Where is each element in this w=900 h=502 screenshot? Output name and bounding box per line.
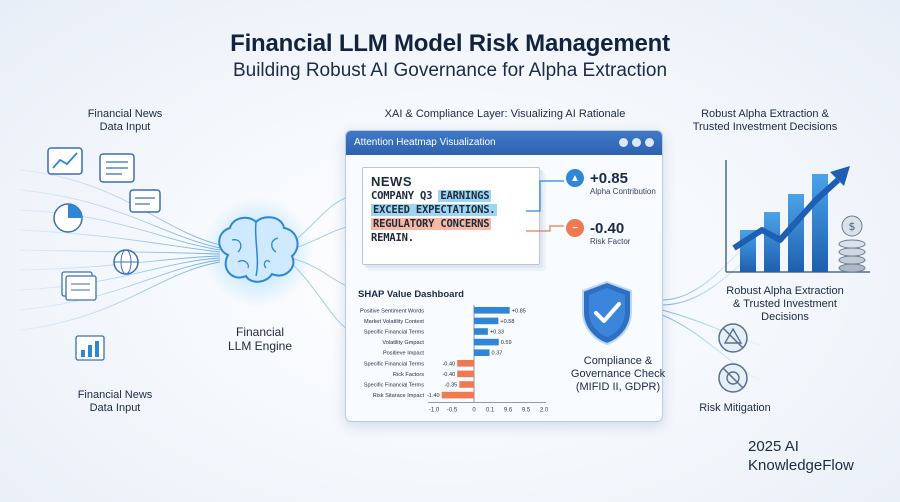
shap-value-label: +0.85	[512, 308, 526, 314]
shap-x-tick: 0	[472, 407, 476, 413]
footer-brand: 2025 AI KnowledgeFlow	[748, 438, 854, 474]
bar-chart-icon	[75, 335, 105, 361]
news-tag: NEWS	[371, 174, 412, 189]
document-icon	[99, 153, 135, 183]
window-title: Attention Heatmap Visualization	[354, 137, 496, 148]
shap-x-tick: -0.5	[447, 407, 458, 413]
no-risk-icon	[718, 363, 748, 393]
shap-value-label: -0.40	[442, 372, 455, 378]
shap-category-label: Risk Sitarace Impact	[373, 393, 425, 399]
alpha-extraction-label-mid: Robust Alpha Extraction & Trusted Invest…	[726, 285, 844, 323]
shap-bar	[474, 349, 490, 356]
page-title: Financial LLM Model Risk Management	[230, 30, 670, 57]
risk-mitigation-label: Risk Mitigation	[699, 402, 771, 414]
compliance-label: Compliance & Governance Check (MIFID II,…	[570, 355, 666, 393]
shap-bar	[441, 391, 474, 399]
shap-category-label: Specific Financial Terms	[364, 383, 424, 389]
shap-bar	[457, 370, 474, 378]
shap-title: SHAP Value Dashboard	[358, 289, 464, 300]
shap-category-label: Market Volatility Context	[364, 319, 424, 325]
shap-category-label: Specific Financial Terms	[364, 361, 424, 367]
shap-value-label: -1.40	[427, 393, 440, 399]
risk-factor: − -0.40 Risk Factor	[566, 219, 661, 246]
no-warning-icon	[718, 323, 748, 353]
shap-bar	[474, 317, 499, 325]
risk-label: Risk Factor	[590, 237, 631, 246]
shap-value-label: -0.40	[442, 361, 455, 367]
news-line-3: REGULATORY CONCERNS	[371, 218, 492, 230]
risk-value: -0.40	[590, 219, 625, 237]
alpha-contribution: ▲ +0.85 Alpha Contribution	[566, 169, 661, 196]
window-dot-icon[interactable]	[619, 138, 628, 147]
shap-bar	[474, 338, 499, 346]
shap-bar	[459, 381, 474, 388]
documents-stack-icon	[61, 271, 97, 301]
xai-section-title: XAI & Compliance Layer: Visualizing AI R…	[384, 108, 626, 120]
line-chart-icon	[47, 147, 83, 175]
shap-category-label: Rick Factors	[393, 372, 424, 378]
news-input-icons	[47, 147, 161, 361]
shap-value-label: +0.33	[490, 330, 504, 336]
alpha-label: Alpha Contribution	[590, 187, 656, 196]
xai-window: Attention Heatmap Visualization NEWS COM…	[345, 130, 663, 422]
brain-icon	[218, 216, 299, 283]
shap-value-label: -0.35	[445, 383, 458, 389]
news-input-label-top: Financial News Data Input	[87, 108, 163, 133]
globe-icon	[113, 249, 139, 275]
alpha-value: +0.85	[590, 169, 628, 187]
news-input-label-bottom: Financial News Data Input	[77, 389, 153, 414]
shap-value-label: 0.59	[501, 340, 512, 346]
llm-engine-label: Financial LLM Engine	[227, 325, 293, 353]
minus-icon: −	[566, 219, 584, 237]
news-line-2: EXCEED EXPECTATIONS.	[371, 204, 498, 216]
window-controls[interactable]	[619, 138, 654, 147]
window-dot-icon[interactable]	[645, 138, 654, 147]
news-card: NEWS COMPANY Q3 EARNINGS EXCEED EXPECTAT…	[362, 167, 540, 265]
arrow-up-icon: ▲	[566, 169, 584, 187]
coin-stack-icon: $	[838, 215, 866, 273]
shap-bar	[457, 360, 474, 367]
alpha-extraction-label-top: Robust Alpha Extraction & Trusted Invest…	[692, 108, 838, 133]
shap-value-label: +0.58	[500, 319, 514, 325]
shap-category-label: Specific Financial Terms	[364, 330, 424, 336]
shap-bar	[474, 307, 510, 314]
window-dot-icon[interactable]	[632, 138, 641, 147]
news-line-4: REMAIN.	[371, 232, 414, 244]
connector-lines	[526, 180, 564, 232]
page-subtitle: Building Robust AI Governance for Alpha …	[232, 60, 668, 81]
pie-chart-icon	[53, 203, 83, 233]
shield-check-icon	[582, 280, 632, 346]
risk-mitigation-icons	[718, 323, 748, 393]
shap-value-label: 0.37	[492, 351, 503, 357]
shap-bar	[474, 328, 488, 335]
shap-x-tick: 2.0	[540, 407, 549, 413]
growth-chart-icon: $	[725, 160, 870, 273]
shap-x-tick: 9.5	[522, 407, 531, 413]
shap-x-tick: -1.0	[429, 407, 440, 413]
shap-category-label: Volatility Gmpact	[382, 340, 424, 346]
shap-category-label: Positive Sentiment Words	[360, 308, 424, 314]
shap-x-tick: 9.6	[504, 407, 513, 413]
news-line-1: COMPANY Q3 EARNINGS	[371, 190, 492, 202]
shap-x-tick: 0.1	[486, 407, 495, 413]
shap-category-label: Positieve Impact	[383, 351, 424, 357]
svg-text:$: $	[849, 220, 856, 233]
chat-bubble-icon	[129, 189, 161, 213]
window-titlebar: Attention Heatmap Visualization	[346, 131, 662, 155]
